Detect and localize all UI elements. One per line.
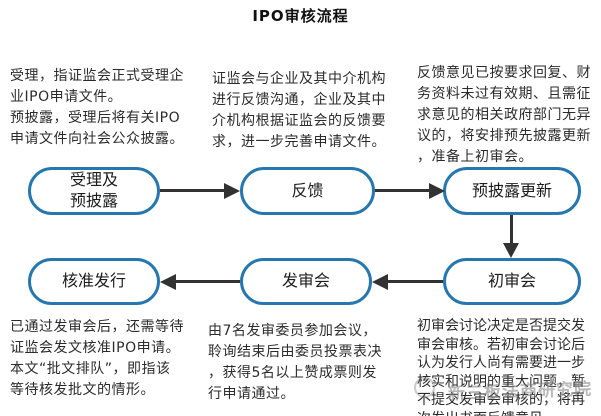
node-acceptance: 受理及 预披露: [28, 167, 160, 215]
note-approval-description: 已通过发审会后，还需等待 证监会发文核准IPO申请。 本文“批文排队”，即指该 …: [10, 319, 184, 398]
note-acceptance-description: 受理，指证监会正式受理企 业IPO申请文件。 预披露，受理后将有关IPO 申请文…: [10, 68, 184, 147]
watermark-text: 新三板法商研究院: [447, 379, 593, 405]
arrowhead-left-icon: [160, 274, 176, 290]
arrow-shaft: [510, 215, 513, 243]
page-title: IPO审核流程: [252, 7, 349, 25]
node-approval-issue: 核准发行: [28, 258, 160, 305]
note-feedback-description: 证监会与企业及其中介机构 进行反馈沟通，企业及其中 介机构根据证监会的反馈要 求…: [212, 71, 386, 150]
arrowhead-right-icon: [224, 183, 240, 199]
arrowhead-down-icon: [503, 243, 519, 258]
node-issuance-meeting: 发审会: [240, 258, 372, 305]
node-initial-review-meeting: 初审会: [443, 258, 581, 305]
arrow-shaft: [375, 189, 429, 192]
watermark-logo-icon: [414, 377, 435, 398]
arrow-shaft: [176, 280, 240, 283]
arrowhead-right-icon: [429, 183, 445, 199]
arrowhead-left-icon: [372, 274, 388, 290]
node-predisclosure-update: 预披露更新: [443, 167, 581, 215]
arrow-shaft: [160, 189, 224, 192]
note-issuance-meeting-description: 由7名发审委员参加会议， 聆询结束后由委员投票表决 ，获得5名以上赞成票则发 行…: [208, 323, 382, 402]
arrow-shaft: [388, 280, 443, 283]
note-initial-review-description: 初审会讨论决定是否提交发 审会审核。若初审会讨论后 认为发行人尚有需要进一步 核…: [417, 318, 585, 416]
node-feedback: 反馈: [240, 167, 375, 215]
note-predisclosure-description: 反馈意见已按要求回复、财 务资料未过有效期、且需征 求意见的相关政府部门无异 议…: [417, 65, 591, 165]
